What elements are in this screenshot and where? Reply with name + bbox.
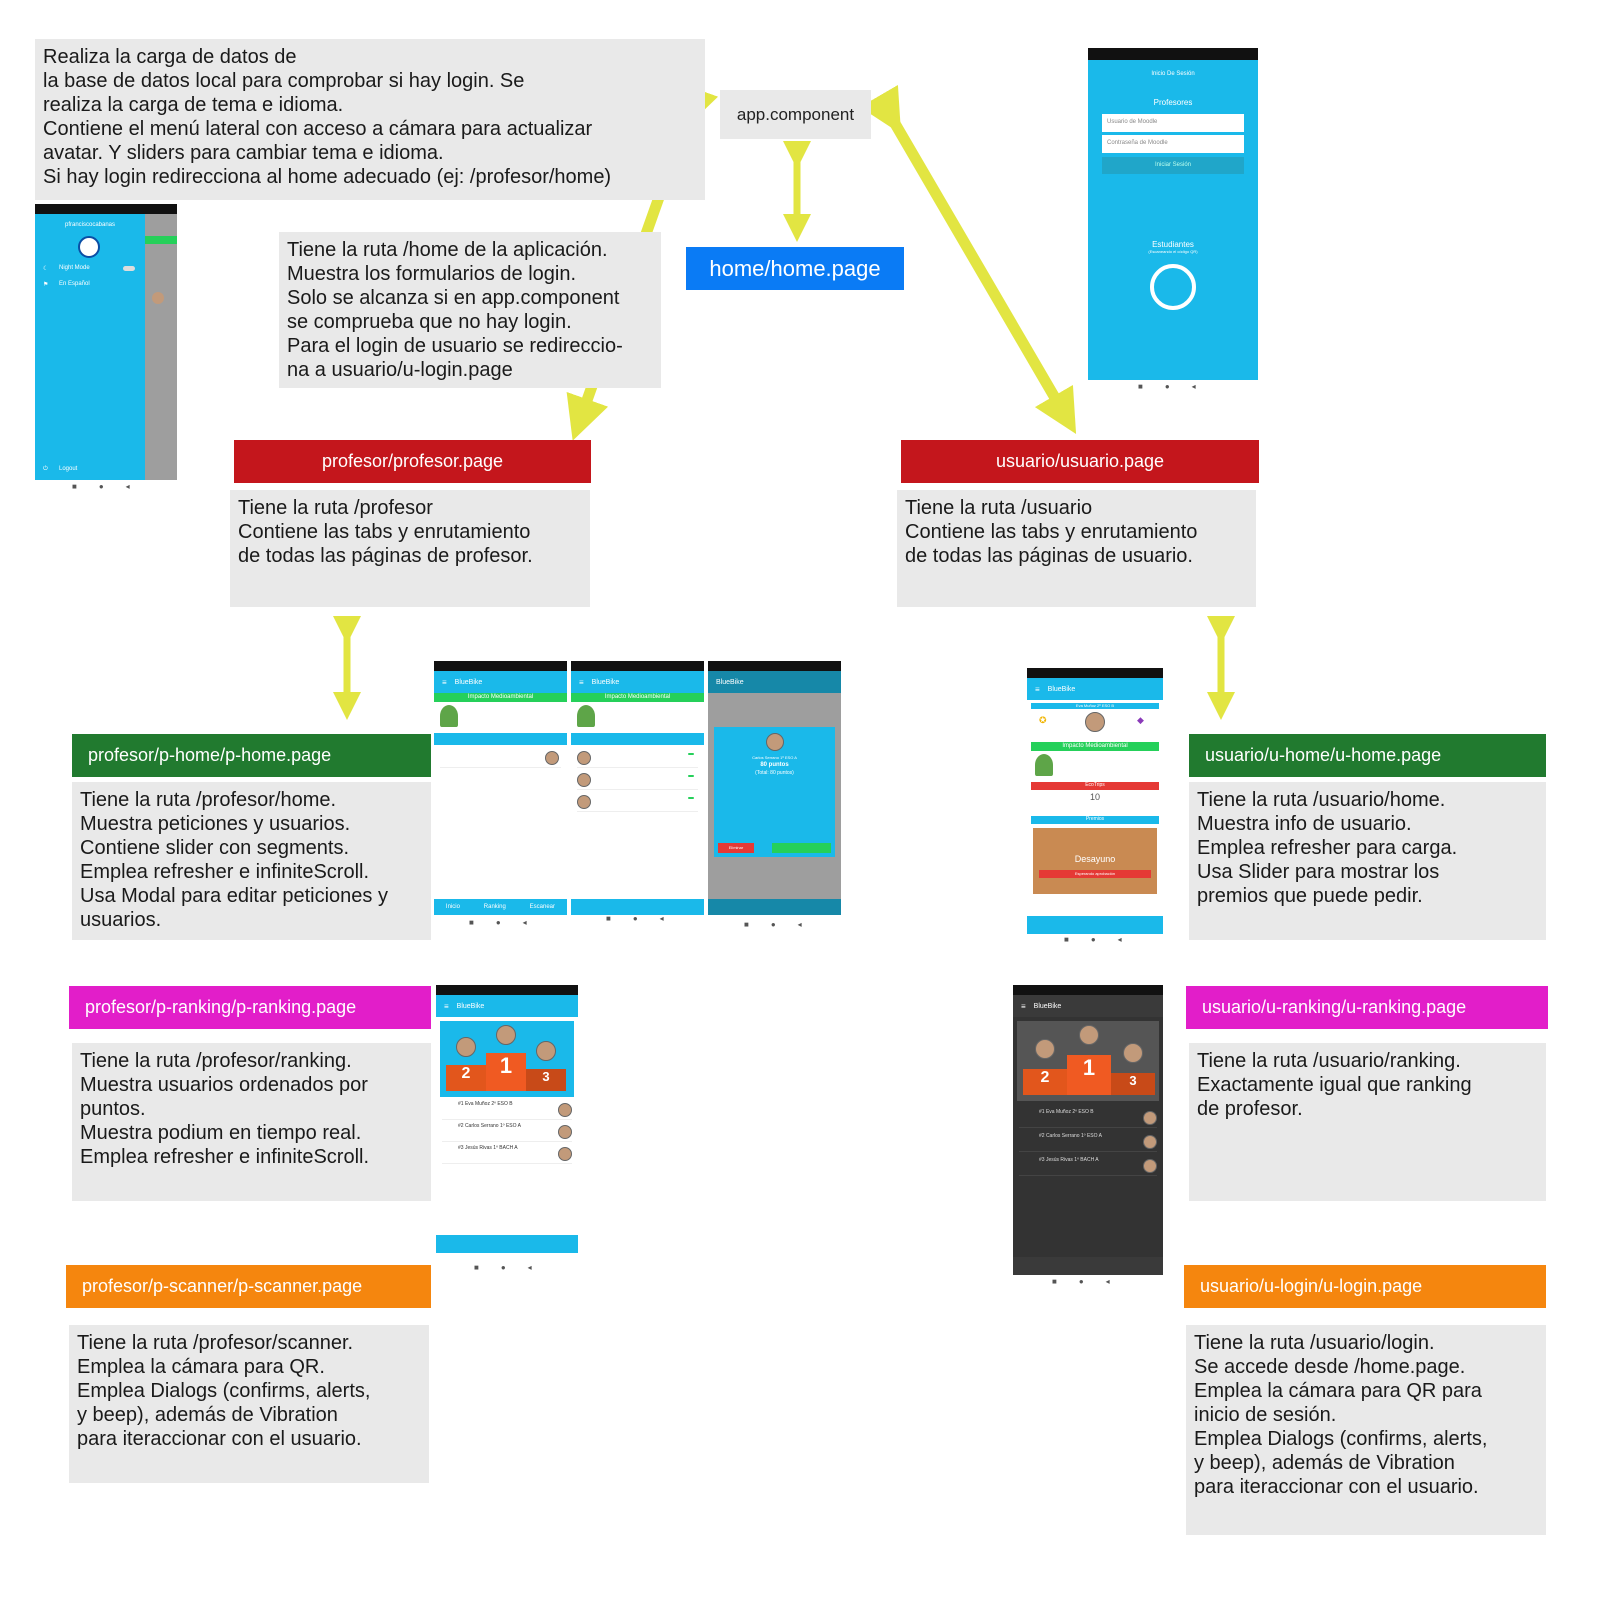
mockup-p-home-1: ≡ BlueBike Impacto Medioambiental Inicio R… <box>434 661 567 915</box>
mockup-p-home-modal: BlueBike Carlos Serrano 1º ESO A 80 punt… <box>708 661 841 915</box>
note-p-ranking: Tiene la ruta /profesor/ranking. Muestra… <box>72 1043 431 1201</box>
android-nav: ■●◂ <box>474 1263 554 1272</box>
tab-ranking[interactable]: Ranking <box>483 904 506 910</box>
delete-button[interactable]: Eliminar <box>718 843 754 853</box>
edit-modal: Carlos Serrano 1º ESO A 80 puntos (Total… <box>714 727 835 857</box>
night-mode-toggle[interactable] <box>123 266 135 271</box>
node-u-home: usuario/u-home/u-home.page <box>1189 734 1546 777</box>
moodle-pass-field[interactable]: Contraseña de Moodle <box>1102 135 1244 153</box>
node-u-ranking: usuario/u-ranking/u-ranking.page <box>1186 986 1548 1029</box>
app-title: BlueBike <box>1033 1002 1062 1010</box>
node-usuario-page: usuario/usuario.page <box>901 440 1259 483</box>
mockup-p-home-2: ≡BlueBike Impacto Medioambiental <box>571 661 704 915</box>
reward-slider[interactable]: Desayuno Esperando aprobación <box>1033 828 1157 894</box>
diamond-icon: ◆ <box>1137 715 1144 725</box>
note-p-home: Tiene la ruta /profesor/home. Muestra pe… <box>72 782 431 940</box>
language-label: En Español <box>59 281 90 287</box>
ranking-row: #3 Jesús Rivas 1º BACH A <box>1039 1157 1099 1163</box>
ranking-row: #3 Jesús Rivas 1º BACH A <box>458 1145 518 1151</box>
node-profesor-page: profesor/profesor.page <box>234 440 591 483</box>
night-mode-label: Night Mode <box>59 265 90 271</box>
profesores-label: Profesores <box>1153 98 1193 107</box>
android-nav: ■●◂ <box>744 920 824 929</box>
app-title: BlueBike <box>456 1002 485 1010</box>
tree-icon <box>440 705 458 727</box>
tab-escanear[interactable]: Escanear <box>529 904 556 910</box>
mockup-u-home: ≡BlueBike Eva Muñoz 2º ESO B ✪ ◆ Impacto… <box>1027 668 1163 934</box>
login-title: Inicio De Sesión <box>1151 71 1195 77</box>
logout-label[interactable]: Logout <box>59 466 78 472</box>
podium: 2 1 3 <box>440 1021 574 1097</box>
mockup-side-menu: pfranciscocabanas ☾ Night Mode ⚑ En Espa… <box>35 204 177 480</box>
ecotrips-count: 10 <box>1089 792 1100 802</box>
note-u-home: Tiene la ruta /usuario/home. Muestra inf… <box>1189 782 1546 940</box>
modal-total: (Total: 80 puntos) <box>755 770 794 776</box>
ranking-row: #2 Carlos Serrano 1º ESO A <box>1039 1133 1102 1139</box>
app-title: BlueBike <box>716 678 744 686</box>
scan-hint: (Escaneando el código QR) <box>1148 249 1198 254</box>
premios-bar: Premios <box>1031 816 1159 824</box>
android-nav: ■●◂ <box>469 918 549 927</box>
logout-icon[interactable]: ⏻ <box>43 466 48 472</box>
impact-bar: Impacto Medioambiental <box>571 693 704 702</box>
tab-inicio[interactable]: Inicio <box>445 904 460 910</box>
impact-bar: Impacto Medioambiental <box>434 693 567 702</box>
note-u-login: Tiene la ruta /usuario/login. Se accede … <box>1186 1325 1546 1535</box>
ranking-row: #1 Eva Muñoz 2º ESO B <box>458 1101 513 1107</box>
note-u-ranking: Tiene la ruta /usuario/ranking. Exactame… <box>1189 1043 1546 1201</box>
arrow-app-to-usuario <box>859 84 1077 435</box>
podium: 2 1 3 <box>1017 1021 1159 1101</box>
menu-icon[interactable]: ≡ <box>442 677 447 687</box>
moon-icon: ☾ <box>43 266 49 272</box>
android-nav: ■●◂ <box>1138 382 1218 391</box>
note-p-scanner: Tiene la ruta /profesor/scanner. Emplea … <box>69 1325 429 1483</box>
app-title: BlueBike <box>1047 685 1076 693</box>
reward-status: Esperando aprobación <box>1039 870 1151 878</box>
note-home-page: Tiene la ruta /home de la aplicación. Mu… <box>279 232 661 388</box>
estudiantes-label: Estudiantes <box>1152 240 1194 249</box>
app-title: BlueBike <box>591 678 620 686</box>
note-profesor-page: Tiene la ruta /profesor Contiene las tab… <box>230 490 590 607</box>
mockup-p-ranking: ≡BlueBike 2 1 3 #1 Eva Muñoz 2º ESO B #2… <box>436 985 578 1253</box>
android-nav: ■●◂ <box>1052 1277 1132 1286</box>
impact-bar: Impacto Medioambiental <box>1031 742 1159 751</box>
android-nav: ■●◂ <box>72 482 152 491</box>
node-app-component: app.component <box>720 90 871 139</box>
android-nav: ■●◂ <box>606 914 686 923</box>
note-app-component: Realiza la carga de datos de la base de … <box>35 39 705 200</box>
node-u-login: usuario/u-login/u-login.page <box>1184 1265 1546 1308</box>
node-p-scanner: profesor/p-scanner/p-scanner.page <box>66 1265 431 1308</box>
flag-icon: ⚑ <box>43 282 49 288</box>
menu-username: pfranciscocabanas <box>64 222 116 228</box>
mockup-login: Inicio De Sesión Profesores Usuario de M… <box>1088 48 1258 380</box>
user-card-title: Eva Muñoz 2º ESO B <box>1031 703 1159 709</box>
avatar[interactable] <box>78 236 100 258</box>
android-nav: ■●◂ <box>1064 935 1144 944</box>
modal-points: 80 puntos <box>760 762 789 768</box>
ranking-row: #2 Carlos Serrano 1º ESO A <box>458 1123 521 1129</box>
mockup-u-ranking: ≡BlueBike 2 1 3 #1 Eva Muñoz 2º ESO B #2… <box>1013 985 1163 1275</box>
app-title: BlueBike <box>454 678 483 686</box>
moodle-user-field[interactable]: Usuario de Moodle <box>1102 114 1244 132</box>
reward-name: Desayuno <box>1074 854 1116 864</box>
ecotrips-bar: EcoTrips <box>1031 782 1159 790</box>
modal-name: Carlos Serrano 1º ESO A <box>752 755 797 760</box>
node-home-page: home/home.page <box>686 247 904 290</box>
node-p-ranking: profesor/p-ranking/p-ranking.page <box>69 986 431 1029</box>
note-usuario-page: Tiene la ruta /usuario Contiene las tabs… <box>897 490 1256 607</box>
login-button[interactable]: Iniciar Sesión <box>1102 157 1244 174</box>
ranking-row: #1 Eva Muñoz 2º ESO B <box>1039 1109 1094 1115</box>
node-p-home: profesor/p-home/p-home.page <box>72 734 431 777</box>
camera-shutter-icon[interactable] <box>1150 264 1196 310</box>
medal-icon: ✪ <box>1039 715 1047 725</box>
